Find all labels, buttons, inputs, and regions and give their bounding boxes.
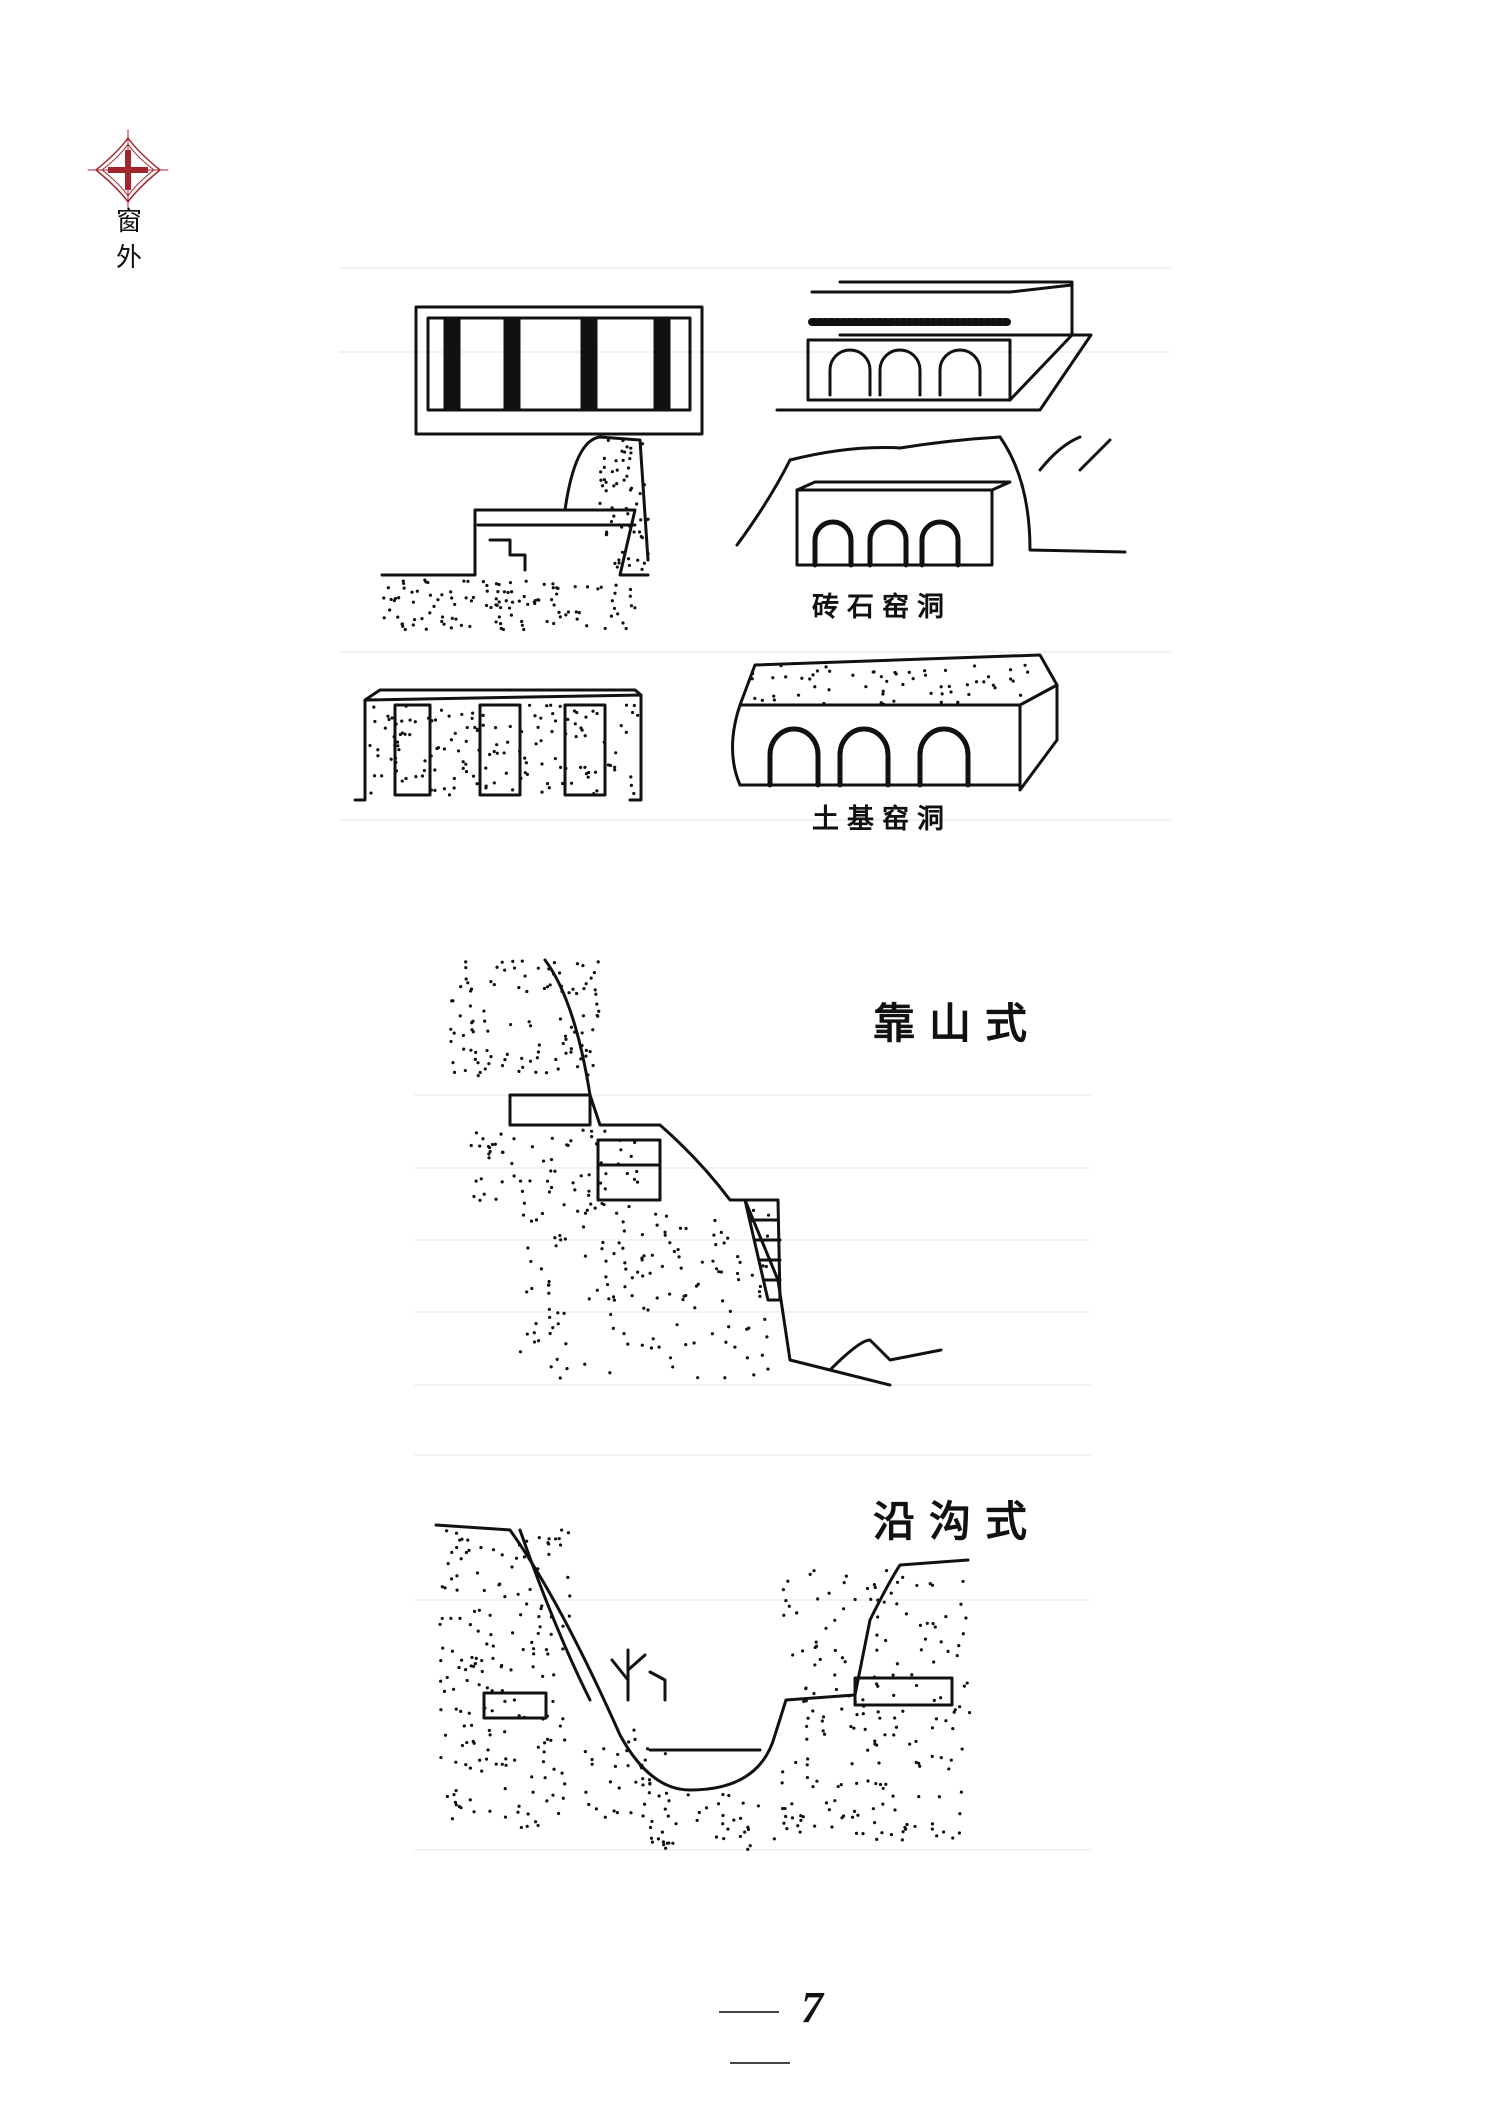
brick-cave-in-hill: [735, 435, 1127, 568]
page-number-text: 7: [801, 1983, 823, 2032]
stipple-texture: [368, 438, 1030, 1851]
ruled-lines: [339, 267, 1171, 1851]
logo-icon: [87, 129, 169, 211]
caption-gully: 沿沟式: [873, 1497, 1042, 1546]
earth-cave-perspective: [731, 653, 1059, 792]
gully-section: [434, 1523, 970, 1792]
brick-cave-perspective: [775, 280, 1093, 412]
caption-hillside: 靠山式: [873, 999, 1042, 1048]
caption-earth-cave: 土基窑洞: [812, 804, 952, 835]
hillside-section: [508, 958, 943, 1387]
caption-brick-cave: 砖石窑洞: [812, 592, 952, 623]
earth-cave-section: [380, 435, 650, 577]
logo-text: 窗外: [115, 207, 142, 273]
page-number: 7: [660, 1982, 860, 2084]
brick-cave-plan: [414, 305, 704, 436]
